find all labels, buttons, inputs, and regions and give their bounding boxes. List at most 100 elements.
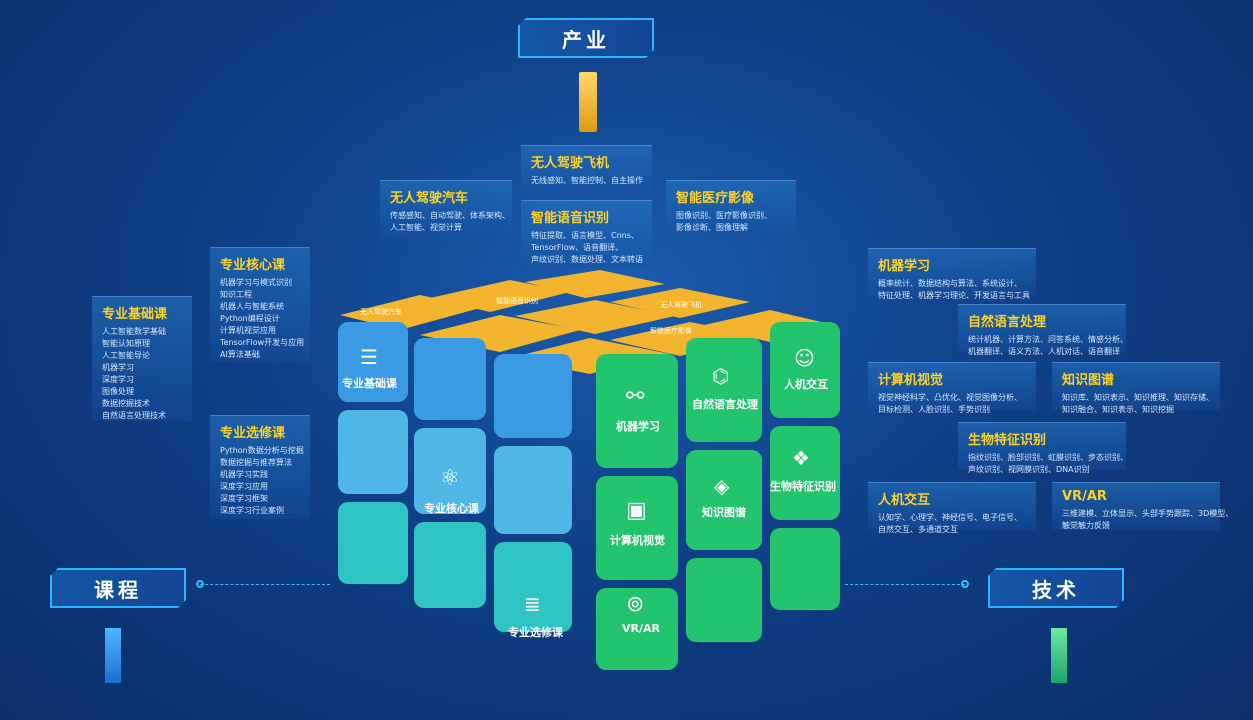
tech-hci: 人机交互 认知学、心理学、神经信号、电子信号、 自然交互、多通道交互 <box>868 482 1036 534</box>
cube-top-tile <box>610 288 750 318</box>
fingerprint-icon: ❖ <box>792 446 810 470</box>
tech-nlp-title: 自然语言处理 <box>968 315 1047 330</box>
cube-left-tile <box>414 522 486 608</box>
course-core-line: 机器人与智能系统 <box>220 302 284 311</box>
tech-nlp-line: 机器翻译、语义方法、人机对话、语音翻译 <box>968 347 1120 356</box>
tech-cv-title: 计算机视觉 <box>878 373 944 388</box>
tech-label: 技术 <box>988 568 1124 608</box>
tech-nlp: 自然语言处理 统计机器、计算方法、问答系统、情感分析、 机器翻译、语义方法、人机… <box>958 304 1128 356</box>
tech-bio: 生物特征识别 指纹识别、脸部识别、虹膜识别、步态识别、 声纹识别、视网膜识别、D… <box>958 422 1128 474</box>
cube-face-cv: 计算机视觉 <box>610 534 665 547</box>
industry-car-line: 人工智能、视觉计算 <box>390 223 462 232</box>
industry-beam <box>579 72 597 132</box>
tech-vr-line: 触觉触力反馈 <box>1062 521 1110 530</box>
industry-speech-line: 特征提取、语言模型、Cnns、 <box>531 231 639 240</box>
course-core-line: Python编程设计 <box>220 314 280 323</box>
image-frame-icon: ▣ <box>626 498 647 523</box>
course-basic-line: 机器学习 <box>102 363 134 372</box>
tech-bio-title: 生物特征识别 <box>968 433 1047 448</box>
cube-top-label-car: 无人驾驶汽车 <box>360 308 402 316</box>
tech-kg-title: 知识图谱 <box>1062 373 1115 388</box>
course-elective: 专业选修课 Python数据分析与挖掘 数据挖掘与推荐算法 机器学习实践 深度学… <box>210 415 310 519</box>
industry-drone-line: 无线感知、智能控制、自主操作 <box>531 176 643 185</box>
industry-drone-title: 无人驾驶飞机 <box>531 156 610 171</box>
course-elective-line: Python数据分析与挖掘 <box>220 446 304 455</box>
cube-left-tile <box>494 446 572 534</box>
course-label-text: 课程 <box>94 577 142 602</box>
cube-face-vr: VR/AR <box>622 622 660 635</box>
cube-top-tile <box>700 310 830 342</box>
tech-kg-line: 知识库、知识表示、知识推理、知识存储、 <box>1062 393 1214 402</box>
course-elective-line: 深度学习框架 <box>220 494 268 503</box>
industry-drone: 无人驾驶飞机 无线感知、智能控制、自主操作 <box>521 145 652 195</box>
course-core-line: AI算法基础 <box>220 350 260 359</box>
course-elective-line: 数据挖掘与推荐算法 <box>220 458 292 467</box>
cube-top-tile <box>430 280 570 312</box>
tech-ml-line: 特征处理、机器学习理论、开发语言与工具 <box>878 291 1030 300</box>
cube-right-tile <box>686 558 762 642</box>
industry-medical-line: 影像诊断、图像理解 <box>676 223 748 232</box>
tech-kg: 知识图谱 知识库、知识表示、知识推理、知识存储、 知识融合、知识表示、知识挖掘 <box>1052 362 1220 414</box>
user-chat-icon: ☺ <box>794 346 815 370</box>
tech-vr: VR/AR 三维建模、立体显示、头部手势跟踪、3D模型、 触觉触力反馈 <box>1052 482 1233 530</box>
industry-medical-title: 智能医疗影像 <box>676 191 755 206</box>
tech-connector <box>845 584 965 585</box>
tech-cv-line: 目标检测、人脸识别、手势识别 <box>878 405 990 414</box>
cube-left-tile <box>338 502 408 584</box>
cube-top-tile <box>515 300 675 334</box>
network-icon: ⚯ <box>626 384 645 409</box>
cube-face-ml: 机器学习 <box>616 420 660 433</box>
course-basic-line: 图像处理 <box>102 387 134 396</box>
course-basic-line: 智能认知原理 <box>102 339 150 348</box>
cube-right-tile <box>770 426 840 520</box>
tech-nlp-line: 统计机器、计算方法、问答系统、情感分析、 <box>968 335 1128 344</box>
course-connector <box>200 584 330 585</box>
industry-speech-line: TensorFlow、语音翻译、 <box>531 243 624 252</box>
cube-face-hci: 人机交互 <box>784 378 828 391</box>
tech-bio-line: 指纹识别、脸部识别、虹膜识别、步态识别、 <box>968 453 1128 462</box>
layers-icon: ☰ <box>360 345 378 369</box>
course-core-line: 计算机视觉应用 <box>220 326 276 335</box>
cube-top-label-speech: 智能语音识别 <box>496 297 538 305</box>
industry-label-text: 产业 <box>562 27 610 52</box>
tech-hci-line: 自然交互、多通道交互 <box>878 525 958 534</box>
course-elective-title: 专业选修课 <box>220 426 286 441</box>
tech-kg-line: 知识融合、知识表示、知识挖掘 <box>1062 405 1174 414</box>
cube-top-tile <box>340 295 480 330</box>
cube-face-nlp: 自然语言处理 <box>692 398 758 411</box>
industry-car-line: 传感感知、自动驾驶、体系架构、 <box>390 211 510 220</box>
cube-right-tile <box>596 354 678 468</box>
course-core-line: TensorFlow开发与应用 <box>220 338 305 347</box>
course-elective-line: 深度学习应用 <box>220 482 268 491</box>
cube-right-face <box>596 322 840 670</box>
cube-right-tile <box>770 322 840 418</box>
industry-medical: 智能医疗影像 图像识别、医疗影像识别、 影像诊断、图像理解 <box>666 180 796 236</box>
cube-left-tile <box>414 428 486 514</box>
course-basic-line: 深度学习 <box>102 375 134 384</box>
tech-hci-line: 认知学、心理学、神经信号、电子信号、 <box>878 513 1022 522</box>
graph-icon: ◈ <box>714 474 730 498</box>
cube-right-tile <box>686 338 762 442</box>
course-basic-line: 自然语言处理技术 <box>102 411 166 420</box>
cube-right-tile <box>770 528 840 610</box>
cube-right-tile <box>596 476 678 580</box>
cube-top-tile <box>525 270 665 298</box>
tech-beam <box>1051 628 1067 683</box>
cube-left-face <box>338 322 572 632</box>
cube-face-elective: 专业选修课 <box>508 626 563 639</box>
cube-right-tile <box>596 588 678 670</box>
industry-car: 无人驾驶汽车 传感感知、自动驾驶、体系架构、 人工智能、视觉计算 <box>380 180 512 236</box>
stack-icon: ≣ <box>524 592 541 616</box>
industry-label: 产业 <box>518 18 654 58</box>
tech-ml-title: 机器学习 <box>878 259 931 274</box>
cube-face-bio: 生物特征识别 <box>770 480 836 493</box>
course-elective-line: 机器学习实践 <box>220 470 268 479</box>
cube-left-tile <box>494 542 572 632</box>
tech-cv: 计算机视觉 视觉神经科学、凸优化、视觉图像分析、 目标检测、人脸识别、手势识别 <box>868 362 1036 414</box>
cube-face-kg: 知识图谱 <box>702 506 746 519</box>
tech-cv-line: 视觉神经科学、凸优化、视觉图像分析、 <box>878 393 1022 402</box>
cube-right-tile <box>686 450 762 550</box>
course-core-line: 机器学习与模式识别 <box>220 278 292 287</box>
course-core: 专业核心课 机器学习与模式识别 知识工程 机器人与智能系统 Python编程设计… <box>210 247 310 362</box>
tech-bio-line: 声纹识别、视网膜识别、DNA识别 <box>968 465 1090 474</box>
